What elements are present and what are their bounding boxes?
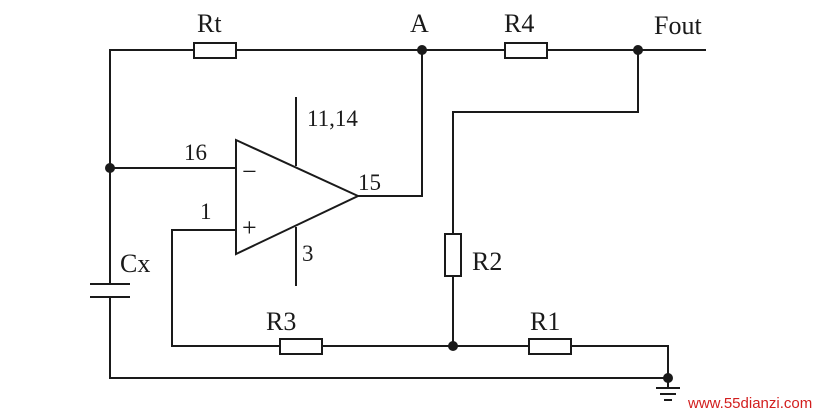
label-r4: R4 [504,9,534,38]
label-r3: R3 [266,307,296,336]
resistor-r1 [528,338,572,355]
junction-a [417,45,427,55]
pin-label-inverting: 16 [184,140,207,165]
label-a: A [410,9,429,38]
label-r2: R2 [472,247,502,276]
opamp-triangle [235,138,361,256]
label-fout: Fout [654,11,702,40]
resistor-r3 [279,338,323,355]
pin-label-supply-top: 11,14 [307,106,358,131]
output-wire [357,49,423,197]
left-rail-wire [109,49,669,379]
label-r1: R1 [530,307,560,336]
opamp-minus-sign: − [242,157,257,186]
watermark-text: www.55dianzi.com [687,395,812,412]
resistor-r2 [444,233,462,277]
noninverting-input-wire [171,229,281,347]
r2-branch-wire [452,49,639,235]
resistor-r4 [504,42,548,59]
opamp-plus-sign: + [242,213,257,242]
resistor-rt [193,42,237,59]
junction-r2-r1 [448,341,458,351]
label-cx: Cx [120,249,150,278]
pin-label-supply-bottom: 3 [302,241,314,266]
bottom-resistor-wire [321,345,669,379]
label-rt: Rt [197,9,222,38]
ground-icon [656,377,680,401]
junction-fout [633,45,643,55]
junction-inverting [105,163,115,173]
pin-label-output: 15 [358,170,381,195]
pin-label-noninverting: 1 [200,199,212,224]
capacitor-cx [90,283,130,298]
